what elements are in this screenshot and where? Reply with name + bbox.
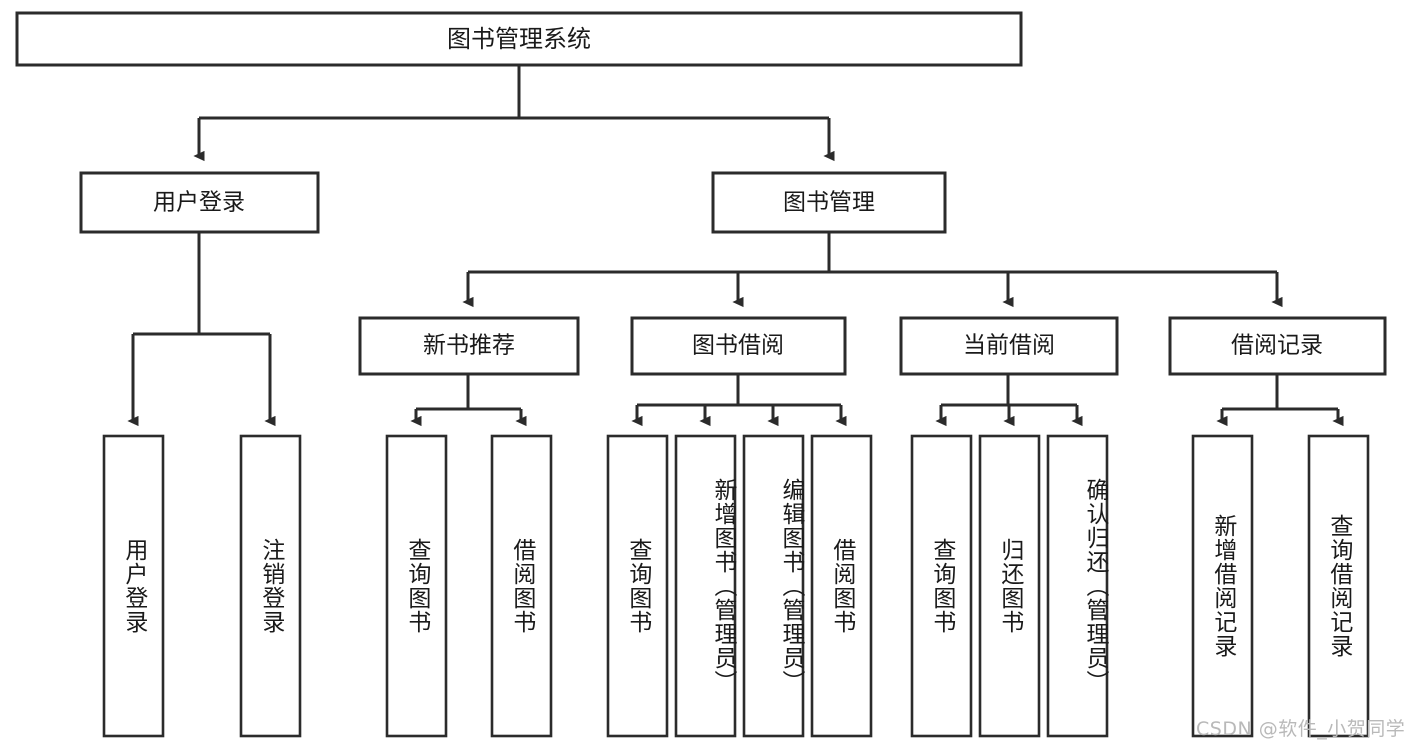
- leaf-box-add-borrow-record[interactable]: [1191, 434, 1254, 738]
- leaf-box-borrow-book-2[interactable]: [810, 434, 873, 738]
- node-user-login-label: 用户登录: [153, 190, 245, 216]
- node-current-borrow[interactable]: 当前借阅: [899, 316, 1119, 376]
- node-borrow-records-label: 借阅记录: [1231, 333, 1323, 359]
- leaf-box-edit-book-admin[interactable]: [742, 434, 805, 738]
- node-book-borrow-label: 图书借阅: [692, 333, 784, 359]
- leaf-box-confirm-return-admin[interactable]: [1046, 434, 1109, 738]
- node-user-login[interactable]: 用户登录: [79, 171, 320, 234]
- node-book-management-label: 图书管理: [783, 190, 875, 216]
- node-new-book-recommend[interactable]: 新书推荐: [358, 316, 580, 376]
- csdn-watermark: CSDN @软件_小贺同学: [1196, 718, 1405, 740]
- node-book-borrow-box[interactable]: [630, 316, 847, 376]
- connector-layer: [127, 66, 1344, 427]
- leaf-box-query-book-1[interactable]: [385, 434, 448, 738]
- leaf-box-query-book-2[interactable]: [606, 434, 669, 738]
- leaf-box-return-book[interactable]: [978, 434, 1041, 738]
- node-root-box[interactable]: [15, 11, 1023, 67]
- node-current-borrow-box[interactable]: [899, 316, 1119, 376]
- node-book-management[interactable]: 图书管理: [711, 171, 947, 234]
- node-book-borrow[interactable]: 图书借阅: [630, 316, 847, 376]
- node-root-book-system[interactable]: 图书管理系统: [15, 11, 1023, 67]
- leaf-box-layer: [102, 434, 1370, 738]
- leaf-box-logout-login[interactable]: [239, 434, 302, 738]
- leaf-box-query-borrow-record[interactable]: [1307, 434, 1370, 738]
- node-book-management-box[interactable]: [711, 171, 947, 234]
- leaf-box-user-login[interactable]: [102, 434, 165, 738]
- node-new-book-recommend-label: 新书推荐: [423, 333, 515, 359]
- node-current-borrow-label: 当前借阅: [963, 333, 1055, 359]
- node-root-label: 图书管理系统: [447, 25, 591, 53]
- node-user-login-box[interactable]: [79, 171, 320, 234]
- node-new-book-recommend-box[interactable]: [358, 316, 580, 376]
- node-borrow-records-box[interactable]: [1168, 316, 1387, 376]
- leaf-box-query-book-3[interactable]: [910, 434, 973, 738]
- node-borrow-records[interactable]: 借阅记录: [1168, 316, 1387, 376]
- leaf-box-add-book-admin[interactable]: [674, 434, 737, 738]
- leaf-box-borrow-book-1[interactable]: [490, 434, 553, 738]
